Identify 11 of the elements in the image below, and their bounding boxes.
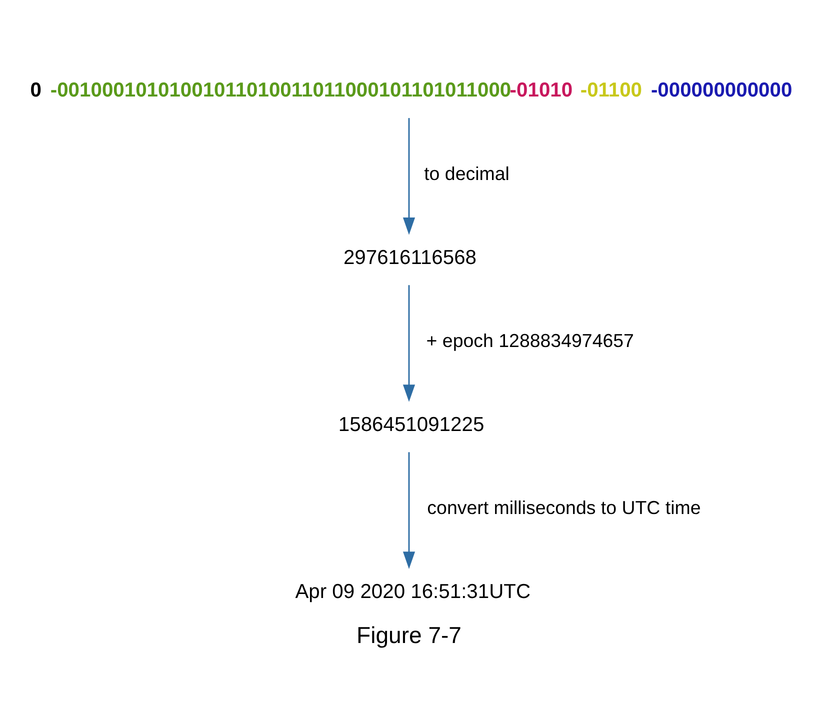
node-text: 0 -00100010101001011010011011000101101011000-01010 -01100 -000000000000 bbox=[30, 79, 792, 102]
node-text: Apr 09 2020 16:51:31UTC bbox=[295, 581, 531, 604]
edge-label: + epoch 1288834974657 bbox=[426, 330, 634, 352]
edge-label: convert milliseconds to UTC time bbox=[427, 497, 701, 518]
arrow bbox=[402, 285, 416, 402]
arrow bbox=[402, 452, 416, 569]
node-text: 297616116568 bbox=[343, 247, 477, 270]
node-text: 1586451091225 bbox=[338, 414, 484, 436]
caption: Figure 7-7 bbox=[356, 622, 462, 648]
edge-label: to decimal bbox=[424, 163, 510, 184]
arrow bbox=[402, 118, 416, 235]
